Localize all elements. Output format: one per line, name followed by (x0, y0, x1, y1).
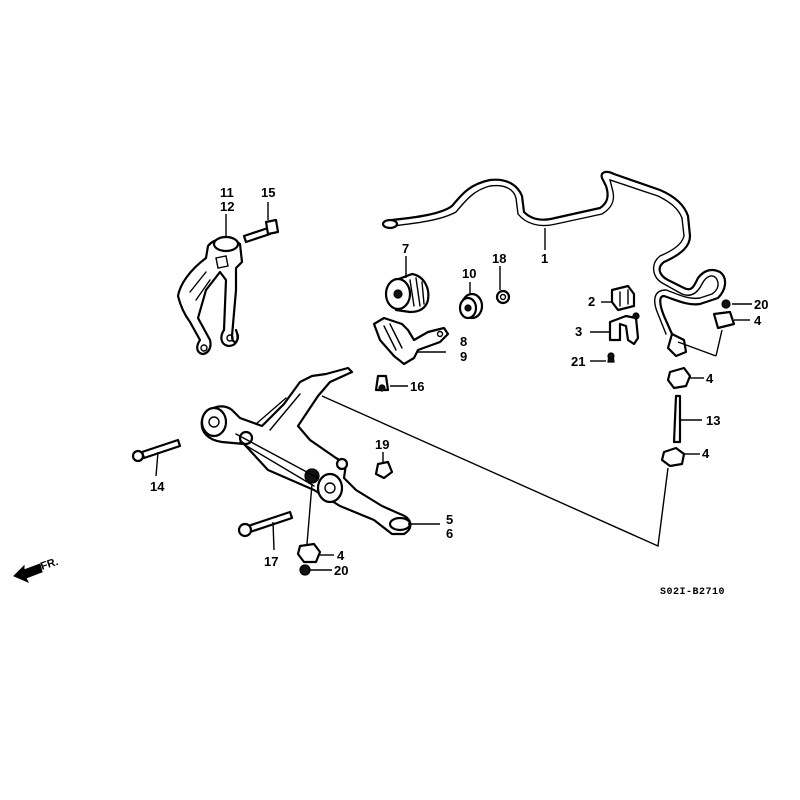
flange-nut-4-upper[interactable] (677, 310, 750, 357)
callout-7: 7 (402, 241, 409, 256)
self-lock-nut-19[interactable] (374, 452, 394, 480)
callout-8: 8 (460, 334, 467, 349)
diagram-code: S02I-B2710 (660, 587, 725, 598)
callout-4d: 4 (337, 548, 345, 563)
callout-20a: 20 (754, 297, 768, 312)
leader-link (321, 395, 669, 548)
flange-nut-4-arm[interactable] (296, 483, 334, 564)
callout-3: 3 (575, 324, 582, 339)
callout-19: 19 (375, 437, 389, 452)
callout-17: 17 (264, 554, 278, 569)
front-direction-indicator: FR. (13, 556, 60, 583)
self-lock-nut-20-upper[interactable] (721, 299, 752, 309)
callout-18: 18 (492, 251, 506, 266)
flange-nut-4-middle[interactable] (666, 366, 704, 390)
callout-20b: 20 (334, 563, 348, 578)
front-label: FR. (39, 556, 60, 573)
callout-14: 14 (150, 479, 165, 494)
flange-bolt-15[interactable] (242, 202, 280, 244)
flange-bolt-16[interactable] (374, 374, 408, 392)
lower-arm[interactable] (200, 366, 440, 536)
callout-6: 6 (446, 526, 453, 541)
callout-11: 11 (220, 185, 234, 200)
flange-bolt-14[interactable] (131, 438, 182, 477)
damper-fork[interactable] (176, 214, 244, 356)
compliance-bushing-7[interactable] (384, 256, 430, 314)
bushing-bracket[interactable] (372, 316, 450, 366)
stabilizer-bar[interactable] (381, 170, 727, 358)
callout-9: 9 (460, 349, 467, 364)
callout-13: 13 (706, 413, 720, 428)
stabilizer-holder-3[interactable] (590, 312, 640, 346)
callout-4b: 4 (706, 371, 714, 386)
self-lock-nut-18[interactable] (495, 266, 511, 305)
self-lock-nut-20-lower[interactable] (299, 564, 332, 576)
callout-4a: 4 (754, 313, 762, 328)
callout-2: 2 (588, 294, 595, 309)
callout-16: 16 (410, 379, 424, 394)
radius-rod-bushing-10[interactable] (458, 282, 484, 320)
callout-10: 10 (462, 266, 476, 281)
callout-12: 12 (220, 199, 234, 214)
callout-15: 15 (261, 185, 275, 200)
callout-21: 21 (571, 354, 585, 369)
flange-nut-4-lower[interactable] (660, 446, 700, 468)
callout-5: 5 (446, 512, 453, 527)
stabilizer-link-13[interactable] (672, 394, 702, 444)
flange-bolt-21[interactable] (590, 352, 615, 363)
callout-1: 1 (541, 251, 548, 266)
arrow-left-icon (13, 563, 43, 583)
callout-4c: 4 (702, 446, 710, 461)
stabilizer-bushing-2[interactable] (601, 284, 636, 312)
flange-bolt-17[interactable] (237, 510, 294, 551)
